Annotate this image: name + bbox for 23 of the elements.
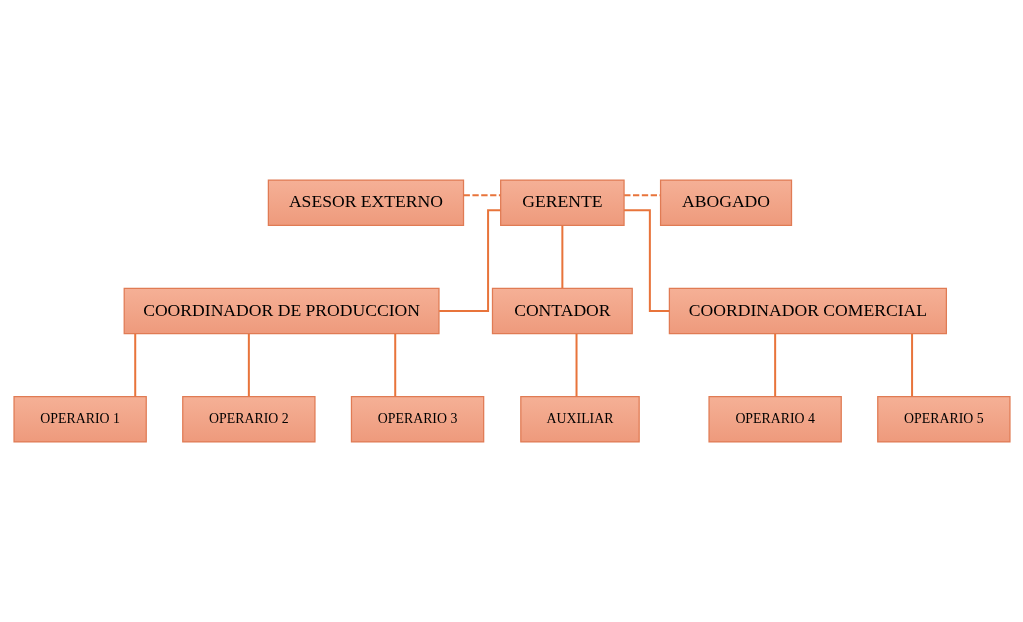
connector <box>623 209 669 312</box>
connector <box>463 194 500 197</box>
node-box: OPERARIO 5 <box>876 396 1011 443</box>
node-box: COORDINADOR DE PRODUCCION <box>123 287 440 335</box>
node-box: OPERARIO 4 <box>707 396 842 443</box>
node-box: ASESOR EXTERNO <box>267 179 464 226</box>
connector <box>623 194 660 197</box>
connector <box>438 209 500 312</box>
connector <box>247 333 250 397</box>
node-box: GERENTE <box>499 179 625 226</box>
node-box: OPERARIO 1 <box>12 396 147 443</box>
connector <box>560 225 563 289</box>
connector <box>575 333 578 397</box>
connector <box>393 333 396 397</box>
node-box: AUXILIAR <box>519 396 640 443</box>
node-box: OPERARIO 3 <box>350 396 484 443</box>
connector <box>910 333 913 397</box>
node-box: COORDINADOR COMERCIAL <box>668 287 947 335</box>
connector <box>773 333 776 397</box>
connector <box>133 333 136 397</box>
node-box: ABOGADO <box>659 179 792 226</box>
node-box: OPERARIO 2 <box>181 396 316 443</box>
node-box: CONTADOR <box>491 287 633 335</box>
